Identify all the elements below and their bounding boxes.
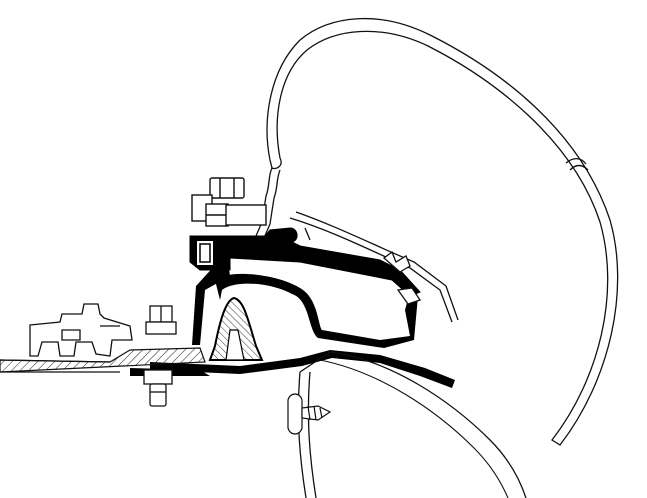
hex-bolt-icon [191,177,267,227]
side-wall [297,351,527,498]
clamp-bolt-icon [143,305,177,407]
roof-rail [29,303,133,357]
screw-icon [287,393,332,435]
case-clip [382,250,422,305]
mounting-adapter [130,227,455,388]
roof-panel [0,296,264,373]
awning-case [255,17,619,446]
